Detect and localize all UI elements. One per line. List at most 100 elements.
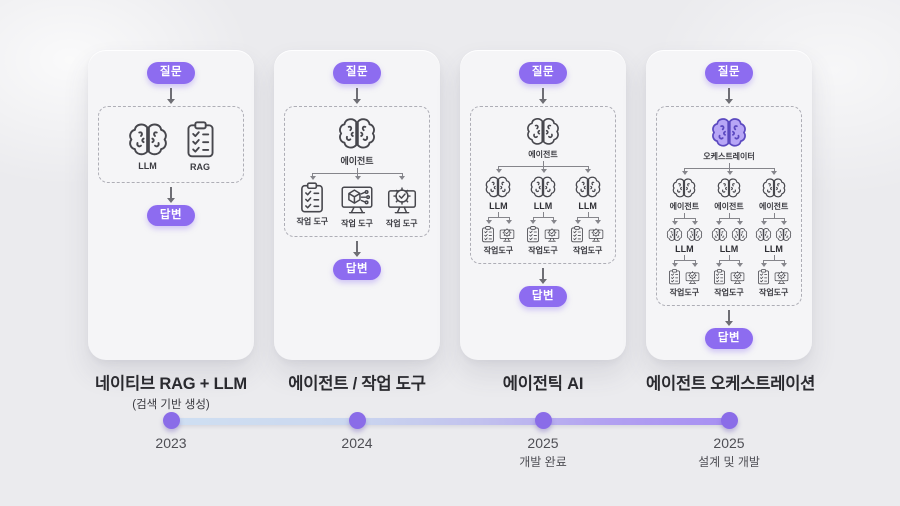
node-label: LLM	[578, 200, 597, 211]
node-label: 작업 도구	[341, 218, 373, 228]
monitor-gear-icon	[684, 270, 701, 285]
tool-pair	[668, 269, 701, 285]
node-label: 작업 도구	[385, 218, 418, 228]
agent-branch: 에이전트 LLM 작업도구	[707, 177, 752, 298]
monitor-gear-icon	[498, 227, 516, 243]
question-pill: 질문	[518, 62, 568, 84]
card-title-block: 에이전트 / 작업 도구	[274, 370, 440, 412]
stage-card-orchestration: 질문 오케스트레이터 에이전트	[646, 50, 812, 360]
node-label: 에이전트	[758, 201, 789, 211]
node-label: RAG	[190, 161, 210, 172]
answer-pill: 답변	[704, 327, 754, 349]
agent-node: 에이전트	[476, 116, 610, 160]
brain-icon	[671, 177, 697, 199]
brain-icon	[574, 175, 602, 199]
branch-connector	[565, 211, 610, 225]
node-label: LLM	[533, 200, 553, 211]
card-title-block: 에이전트 오케스트레이션	[646, 370, 815, 412]
card-title: 에이전트 / 작업 도구	[288, 375, 426, 393]
llm-pair	[666, 227, 703, 242]
llm-branch: LLM 작업도구	[521, 175, 566, 256]
dashed-group-box: 에이전트 LLM 작업도구	[470, 105, 616, 264]
clipboard-checklist-icon	[526, 226, 540, 243]
question-pill: 질문	[146, 62, 196, 84]
branch-connector	[707, 254, 752, 268]
branch-connector	[662, 162, 796, 176]
node-label: 작업 도구	[296, 216, 329, 226]
tool-node: 작업 도구	[335, 182, 380, 229]
stage-card-rag-llm: 질문 LLM RAG 답변	[88, 50, 254, 360]
monitor-gear-icon	[543, 227, 561, 243]
brain-icon	[775, 227, 792, 242]
timeline: 2023 2024 2025 개발 완료 2025 설계 및 개발	[88, 412, 812, 472]
rag-node: RAG	[185, 121, 216, 172]
timeline-point-2025-dev-done: 2025 개발 완료	[460, 412, 626, 472]
brain-icon	[755, 227, 772, 242]
monitor-gear-icon	[773, 270, 790, 285]
timeline-year: 2024	[341, 435, 373, 451]
timeline-year: 2025	[713, 435, 745, 451]
llm-pair	[711, 227, 748, 242]
node-label: 에이전트	[340, 155, 374, 166]
timeline-dot	[720, 412, 738, 429]
tool-pair	[757, 269, 790, 285]
question-pill: 질문	[332, 62, 382, 84]
node-label: LLM	[719, 243, 739, 254]
stage-card-agentic-ai: 질문 에이전트 LLM	[460, 50, 626, 360]
timeline-year: 2025	[527, 435, 559, 451]
answer-pill: 답변	[146, 204, 196, 226]
node-label: 작업도구	[483, 245, 514, 255]
card-title: 네이티브 RAG + LLM	[95, 375, 247, 393]
agent-node: 에이전트	[290, 116, 424, 167]
card-title-block: 에이전틱 AI	[460, 370, 626, 412]
branch-connector	[290, 167, 424, 181]
monitor-3d-cube-icon	[340, 185, 374, 216]
brain-icon	[666, 227, 683, 242]
question-pill: 질문	[704, 62, 754, 84]
monitor-gear-icon	[385, 185, 419, 216]
brain-icon	[686, 227, 703, 242]
brain-icon	[127, 121, 169, 158]
brain-icon	[710, 116, 748, 149]
clipboard-checklist-icon	[668, 269, 681, 285]
node-label: 작업도구	[714, 287, 744, 297]
brain-icon	[525, 116, 561, 147]
timeline-point-2023: 2023	[88, 412, 254, 472]
dashed-group-box: LLM RAG	[98, 105, 244, 183]
node-label: 에이전트	[528, 149, 558, 159]
node-label: 작업도구	[758, 287, 789, 297]
dashed-group-box: 에이전트 작업 도구 작업 도구 작업 도구	[284, 105, 430, 237]
card-title: 에이전틱 AI	[502, 375, 584, 393]
branch-connector	[476, 211, 521, 225]
down-arrow	[725, 309, 732, 326]
brain-icon	[761, 177, 787, 199]
answer-pill: 답변	[518, 285, 568, 307]
orchestrator-node: 오케스트레이터	[662, 116, 796, 162]
branch-connector	[751, 254, 796, 268]
branch-connector	[521, 211, 566, 225]
branch-connector	[751, 212, 796, 226]
timeline-year: 2023	[155, 435, 187, 451]
node-label: 에이전트	[669, 201, 700, 211]
clipboard-checklist-icon	[570, 226, 584, 243]
branch-connector	[662, 212, 707, 226]
node-label: LLM	[138, 160, 157, 171]
timeline-dot	[534, 412, 552, 429]
tool-node: 작업 도구	[379, 182, 424, 229]
llm-branch: LLM 작업도구	[565, 175, 610, 256]
brain-icon	[716, 177, 742, 199]
brain-icon	[711, 227, 728, 242]
tool-pair	[481, 226, 516, 243]
node-label: LLM	[764, 243, 783, 254]
cards-row: 질문 LLM RAG 답변 질문 에이전트	[88, 50, 812, 360]
monitor-gear-icon	[587, 227, 605, 243]
clipboard-checklist-icon	[299, 182, 325, 214]
llm-row: LLM 작업도구 LLM	[476, 175, 610, 256]
brain-icon	[529, 175, 557, 199]
stage-card-agent-tools: 질문 에이전트 작업 도구 작업 도구	[274, 50, 440, 360]
branch-connector	[707, 212, 752, 226]
agents-row: 에이전트 LLM 작업도구	[662, 177, 796, 298]
card-title-block: 네이티브 RAG + LLM (검색 기반 생성)	[88, 370, 254, 412]
tool-pair	[713, 269, 746, 285]
